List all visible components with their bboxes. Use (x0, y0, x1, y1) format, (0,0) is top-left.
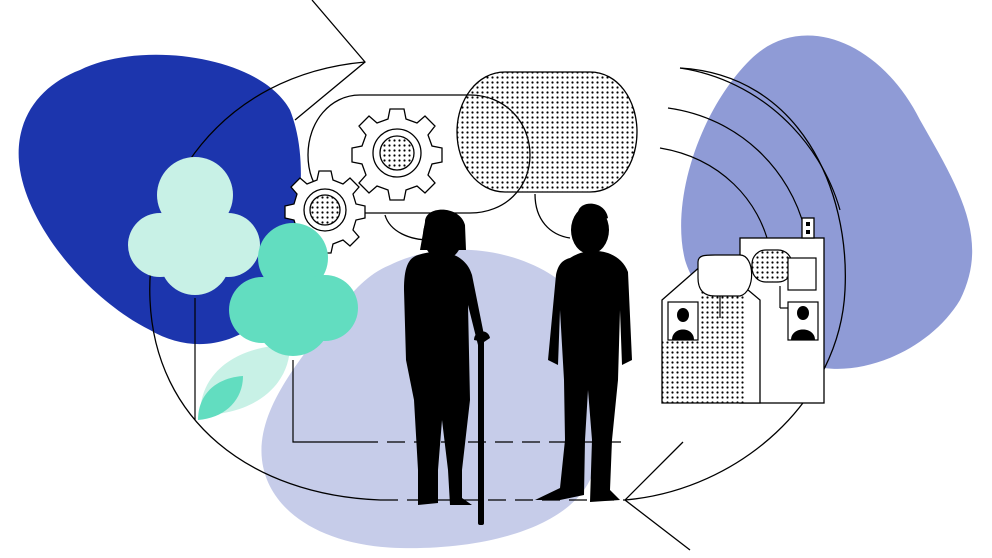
man-silhouette-icon (535, 203, 632, 502)
arrow-head-bottom (624, 441, 691, 551)
tree-connector-line (292, 360, 360, 443)
mint-tree-icon (229, 223, 358, 356)
person-portrait-icon (667, 301, 699, 341)
cycle-arc (149, 61, 381, 501)
small-leaf-icon (198, 376, 243, 420)
arrow-head-top (294, 0, 366, 121)
dotted-bubble-tail (534, 193, 571, 239)
cycle-arc-right (624, 67, 846, 501)
gear-icon (351, 108, 443, 201)
tree-icon (128, 157, 260, 420)
elderly-woman-with-cane-icon (404, 209, 490, 525)
dotted-speech-bubble (456, 71, 638, 193)
person-portrait-right-icon (787, 301, 819, 341)
signal-arcs (659, 67, 841, 251)
